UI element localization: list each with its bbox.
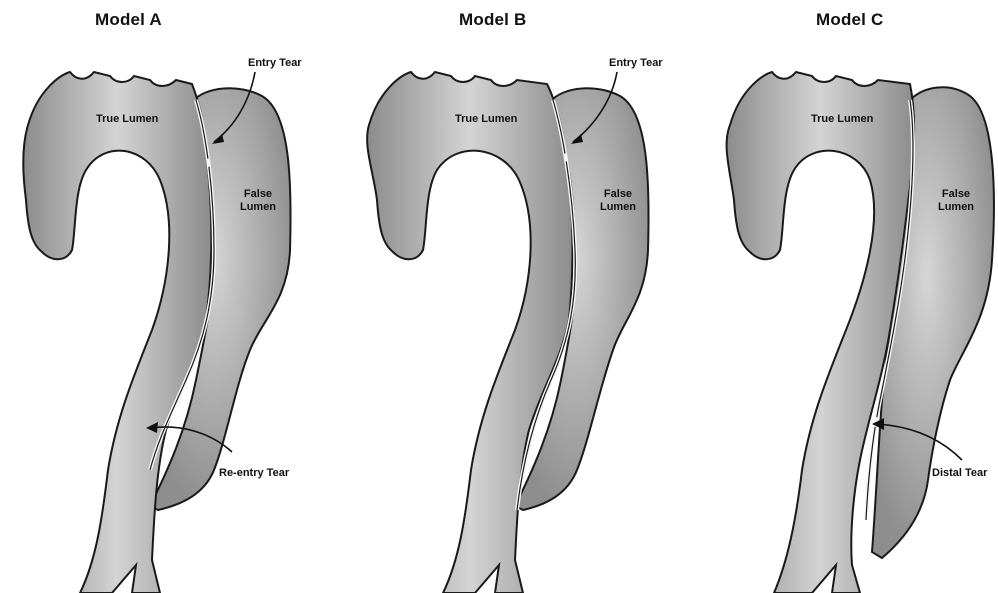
false-lumen-label-line1: False	[228, 188, 288, 201]
true-lumen-label: True Lumen	[811, 113, 873, 126]
panel-model-a: Model A True Lumen Entry Tear False Lume…	[0, 0, 333, 593]
panel-title: Model C	[816, 10, 884, 30]
true-lumen-label: True Lumen	[455, 113, 517, 126]
false-lumen-label: False Lumen	[228, 188, 288, 214]
false-lumen-label: False Lumen	[926, 188, 986, 214]
aorta-diagram-a	[0, 0, 333, 593]
false-lumen-label: False Lumen	[588, 188, 648, 214]
false-lumen-label-line1: False	[588, 188, 648, 201]
panel-title: Model B	[459, 10, 527, 30]
entry-tear-label: Entry Tear	[248, 57, 302, 70]
true-lumen-label: True Lumen	[96, 113, 158, 126]
aorta-diagram-b	[333, 0, 666, 593]
distal-tear-label: Distal Tear	[932, 467, 987, 480]
false-lumen-label-line2: Lumen	[926, 201, 986, 214]
reentry-tear-label: Re-entry Tear	[219, 467, 289, 480]
true-lumen-shape	[367, 72, 572, 593]
true-lumen-shape	[23, 72, 211, 593]
false-lumen-label-line1: False	[926, 188, 986, 201]
panel-model-b: Model B True Lumen Entry Tear False Lume…	[333, 0, 666, 593]
false-lumen-label-line2: Lumen	[228, 201, 288, 214]
false-lumen-label-line2: Lumen	[588, 201, 648, 214]
panel-model-c: Model C True Lumen False Lumen Distal Te…	[666, 0, 998, 593]
entry-tear-label: Entry Tear	[609, 57, 663, 70]
aorta-diagram-c	[666, 0, 998, 593]
panel-title: Model A	[95, 10, 162, 30]
